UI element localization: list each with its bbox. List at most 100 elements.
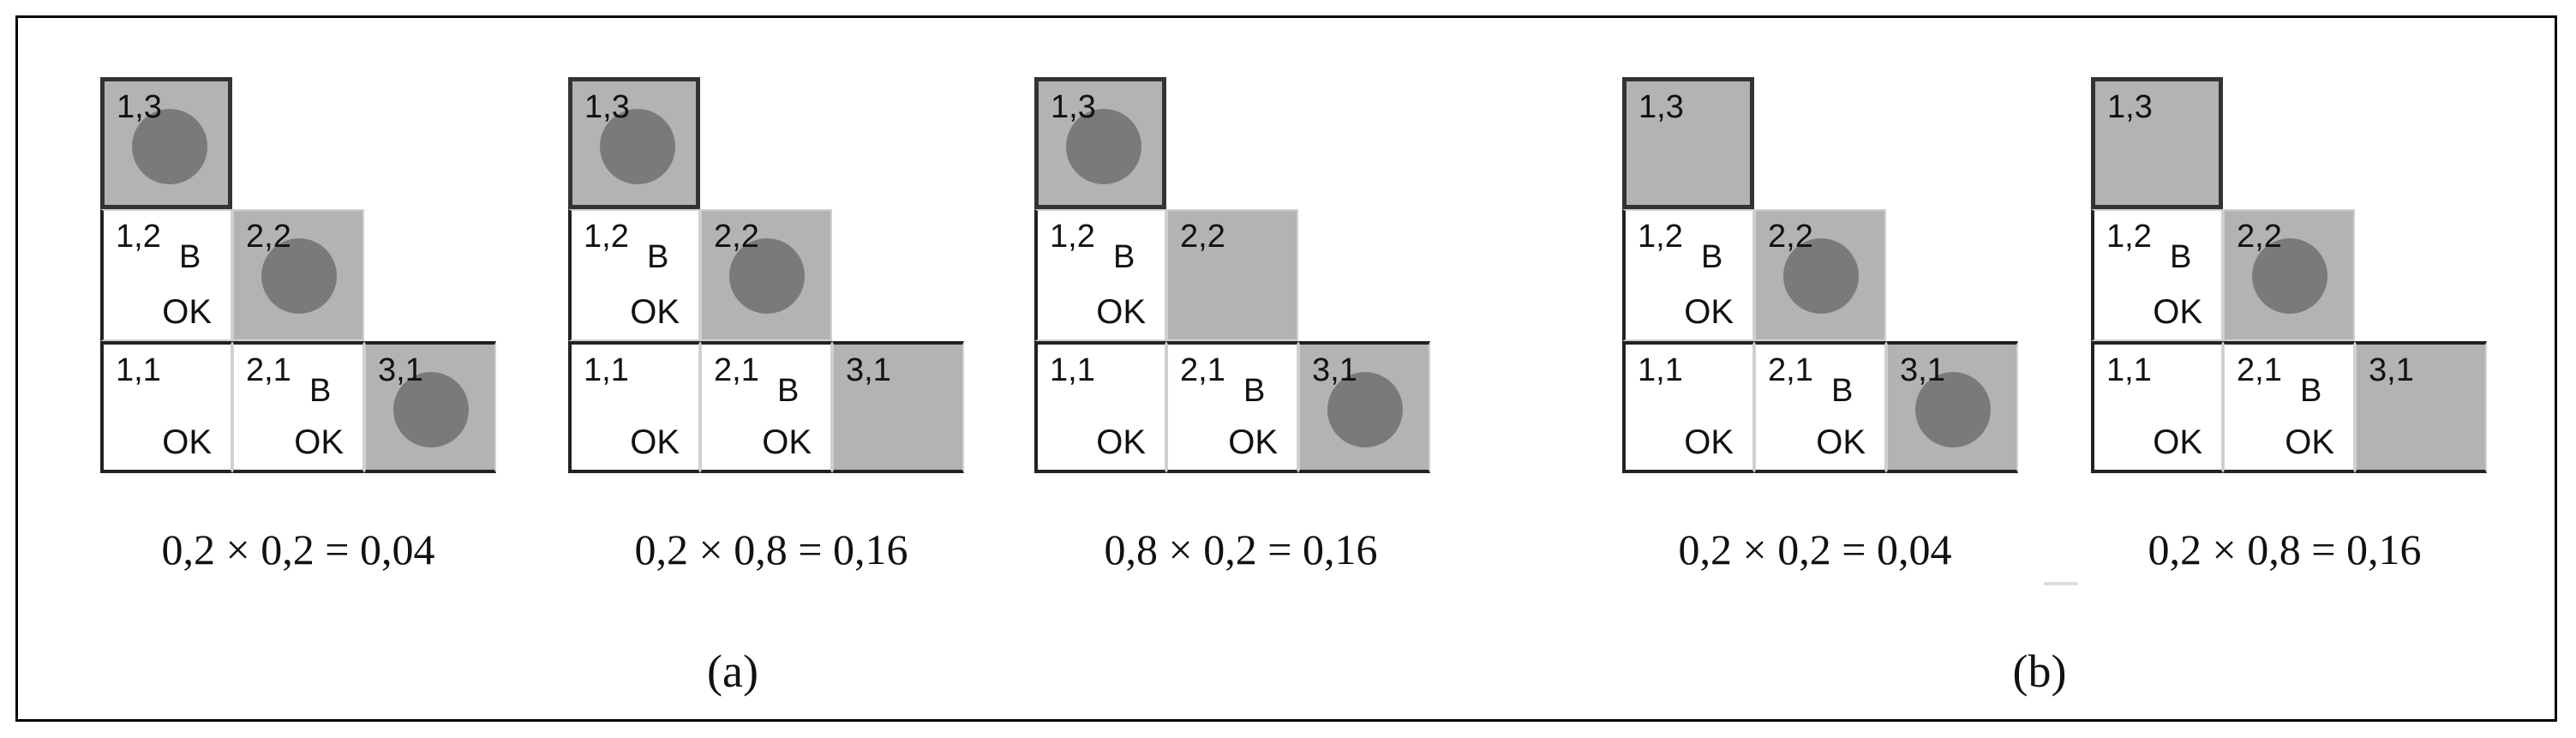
scan-smudge xyxy=(2044,582,2078,585)
cell-coordinate: 1,3 xyxy=(117,89,162,125)
ok-mark: OK xyxy=(1096,423,1146,461)
grid-cell-2-2: 2,2 xyxy=(700,209,832,341)
pit-circle xyxy=(393,372,469,447)
ok-mark: OK xyxy=(630,423,680,461)
grid-cell-2-2: 2,2 xyxy=(232,209,364,341)
breeze-mark: B xyxy=(1113,239,1135,275)
grid-cell-1-3: 1,3 xyxy=(2091,77,2223,209)
breeze-mark: B xyxy=(2300,373,2322,409)
cell-coordinate: 3,1 xyxy=(378,352,423,388)
ok-mark: OK xyxy=(2153,293,2202,331)
ok-mark: OK xyxy=(1228,423,1278,461)
grid-cell-1-3: 1,3 xyxy=(1034,77,1166,209)
probability-caption: 0,8 × 0,2 = 0,16 xyxy=(1104,525,1378,573)
ok-mark: OK xyxy=(162,293,212,331)
cell-coordinate: 1,1 xyxy=(1050,352,1095,388)
cell-coordinate: 1,2 xyxy=(116,219,161,255)
cell-coordinate: 2,1 xyxy=(1180,352,1225,388)
cell-coordinate: 3,1 xyxy=(1312,352,1357,388)
cell-coordinate: 2,2 xyxy=(714,219,759,255)
grid-cell-3-1: 3,1 xyxy=(2355,341,2487,473)
group-label-a: (a) xyxy=(707,645,758,697)
cell-coordinate: 1,3 xyxy=(1638,89,1684,125)
cell-coordinate: 1,2 xyxy=(2106,219,2152,255)
breeze-mark: B xyxy=(1701,239,1723,275)
ok-mark: OK xyxy=(162,423,212,461)
ok-mark: OK xyxy=(2285,423,2334,461)
cell-coordinate: 1,3 xyxy=(584,89,630,125)
pit-circle xyxy=(261,238,337,314)
grid-cell-3-1: 3,1 xyxy=(364,341,496,473)
cell-coordinate: 2,2 xyxy=(246,219,291,255)
ok-mark: OK xyxy=(762,423,812,461)
cell-coordinate: 2,1 xyxy=(1768,352,1813,388)
cell-coordinate: 1,1 xyxy=(584,352,629,388)
breeze-mark: B xyxy=(179,239,201,275)
cell-coordinate: 2,1 xyxy=(246,352,291,388)
cell-coordinate: 3,1 xyxy=(846,352,891,388)
ok-mark: OK xyxy=(2153,423,2202,461)
grid-cell-3-1: 3,1 xyxy=(1886,341,2018,473)
cell-coordinate: 1,2 xyxy=(584,219,629,255)
grid-cell-3-1: 3,1 xyxy=(832,341,964,473)
pit-circle xyxy=(729,238,805,314)
probability-caption: 0,2 × 0,8 = 0,16 xyxy=(2148,525,2422,573)
cell-coordinate: 1,1 xyxy=(2106,352,2152,388)
cell-coordinate: 1,3 xyxy=(1051,89,1096,125)
grid-cell-1-3: 1,3 xyxy=(100,77,232,209)
cell-coordinate: 2,2 xyxy=(1180,219,1225,255)
probability-caption: 0,2 × 0,8 = 0,16 xyxy=(634,525,908,573)
cell-coordinate: 1,2 xyxy=(1050,219,1095,255)
grid-cell-2-2: 2,2 xyxy=(1754,209,1886,341)
cell-coordinate: 1,2 xyxy=(1638,219,1683,255)
pit-circle xyxy=(1783,238,1859,314)
ok-mark: OK xyxy=(1684,293,1734,331)
breeze-mark: B xyxy=(647,239,669,275)
cell-coordinate: 1,1 xyxy=(116,352,161,388)
cell-coordinate: 2,2 xyxy=(2237,219,2282,255)
ok-mark: OK xyxy=(1096,293,1146,331)
pit-circle xyxy=(1327,372,1403,447)
ok-mark: OK xyxy=(1684,423,1734,461)
grid-cell-2-2: 2,2 xyxy=(2223,209,2355,341)
group-label-b: (b) xyxy=(2012,645,2067,697)
cell-coordinate: 1,3 xyxy=(2107,89,2153,125)
grid-cell-1-3: 1,3 xyxy=(1622,77,1754,209)
cell-coordinate: 2,1 xyxy=(714,352,759,388)
ok-mark: OK xyxy=(630,293,680,331)
breeze-mark: B xyxy=(309,373,332,409)
pit-circle xyxy=(600,109,675,184)
breeze-mark: B xyxy=(1831,373,1854,409)
ok-mark: OK xyxy=(294,423,344,461)
cell-coordinate: 1,1 xyxy=(1638,352,1683,388)
pit-circle xyxy=(1066,109,1141,184)
grid-cell-3-1: 3,1 xyxy=(1298,341,1430,473)
probability-caption: 0,2 × 0,2 = 0,04 xyxy=(161,525,435,573)
probability-caption: 0,2 × 0,2 = 0,04 xyxy=(1678,525,1952,573)
cell-coordinate: 2,2 xyxy=(1768,219,1813,255)
breeze-mark: B xyxy=(2170,239,2192,275)
grid-cell-1-3: 1,3 xyxy=(568,77,700,209)
grid-cell-2-2: 2,2 xyxy=(1166,209,1298,341)
ok-mark: OK xyxy=(1816,423,1866,461)
